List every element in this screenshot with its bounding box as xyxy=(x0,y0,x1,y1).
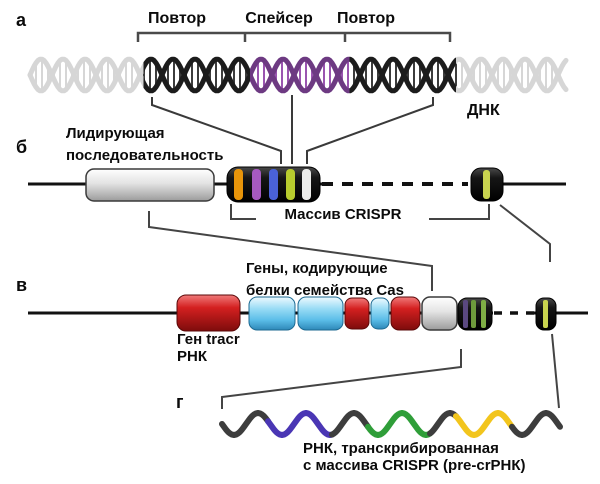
distal-repeat-cylinder-v xyxy=(535,297,557,331)
pre-crrna-label-line1: РНК, транскрибированная xyxy=(303,440,499,457)
panel-letter-g: г xyxy=(176,392,184,412)
repeat-right-label: Повтор xyxy=(336,10,396,27)
crispr-array-label: Массив CRISPR xyxy=(284,206,402,223)
spacer-stripe-blue xyxy=(269,169,278,200)
array-bracket-right xyxy=(429,204,490,220)
leader-label-line1: Лидирующая xyxy=(66,125,165,142)
pre-crrna-wave xyxy=(219,410,563,438)
panel-letter-b: б xyxy=(16,137,28,157)
crispr-array-cylinder xyxy=(226,166,321,203)
cas-genes-label-line2: белки семейства Cas xyxy=(246,282,404,299)
pointer-distal-to-v xyxy=(499,204,551,262)
tracr-gene-label-line1: Ген tracr xyxy=(177,331,240,348)
distal-repeat-cylinder-b xyxy=(470,167,504,202)
array-bracket-left xyxy=(230,204,256,220)
pointer-array-to-g xyxy=(221,349,462,409)
spacer-label: Спейсер xyxy=(245,10,313,27)
pointer-leader-to-v xyxy=(148,211,433,291)
repeat-spacer-bracket xyxy=(136,31,452,42)
dna-label: ДНК xyxy=(467,102,500,119)
leader-label-line2: последовательность xyxy=(66,147,224,164)
dna-helix xyxy=(27,56,569,94)
tracr-gene-label-line2: РНК xyxy=(177,348,207,365)
repeat-left-label: Повтор xyxy=(147,10,207,27)
tracr-rna-gene-cylinder xyxy=(176,294,241,332)
leader-sequence-cylinder xyxy=(85,168,215,202)
crispr-array-cylinder-v xyxy=(457,297,493,331)
pre-crrna-label-line2: с массива CRISPR (pre-crРНК) xyxy=(303,457,526,474)
leader-cylinder-v xyxy=(421,296,458,331)
spacer-stripe-green xyxy=(286,169,295,200)
connector-repeat-left xyxy=(151,97,282,164)
spacer-stripe-white xyxy=(302,169,311,200)
spacer-stripe-orange xyxy=(234,169,243,200)
cas-genes-label-line1: Гены, кодирующие xyxy=(246,260,388,277)
panel-letter-a: а xyxy=(16,10,27,30)
spacer-stripe-purple xyxy=(252,169,261,200)
pointer-distal-to-g xyxy=(551,333,560,409)
panel-letter-v: в xyxy=(16,275,28,295)
connector-repeat-right xyxy=(306,97,434,164)
cas-gene-cylinders xyxy=(248,296,458,331)
